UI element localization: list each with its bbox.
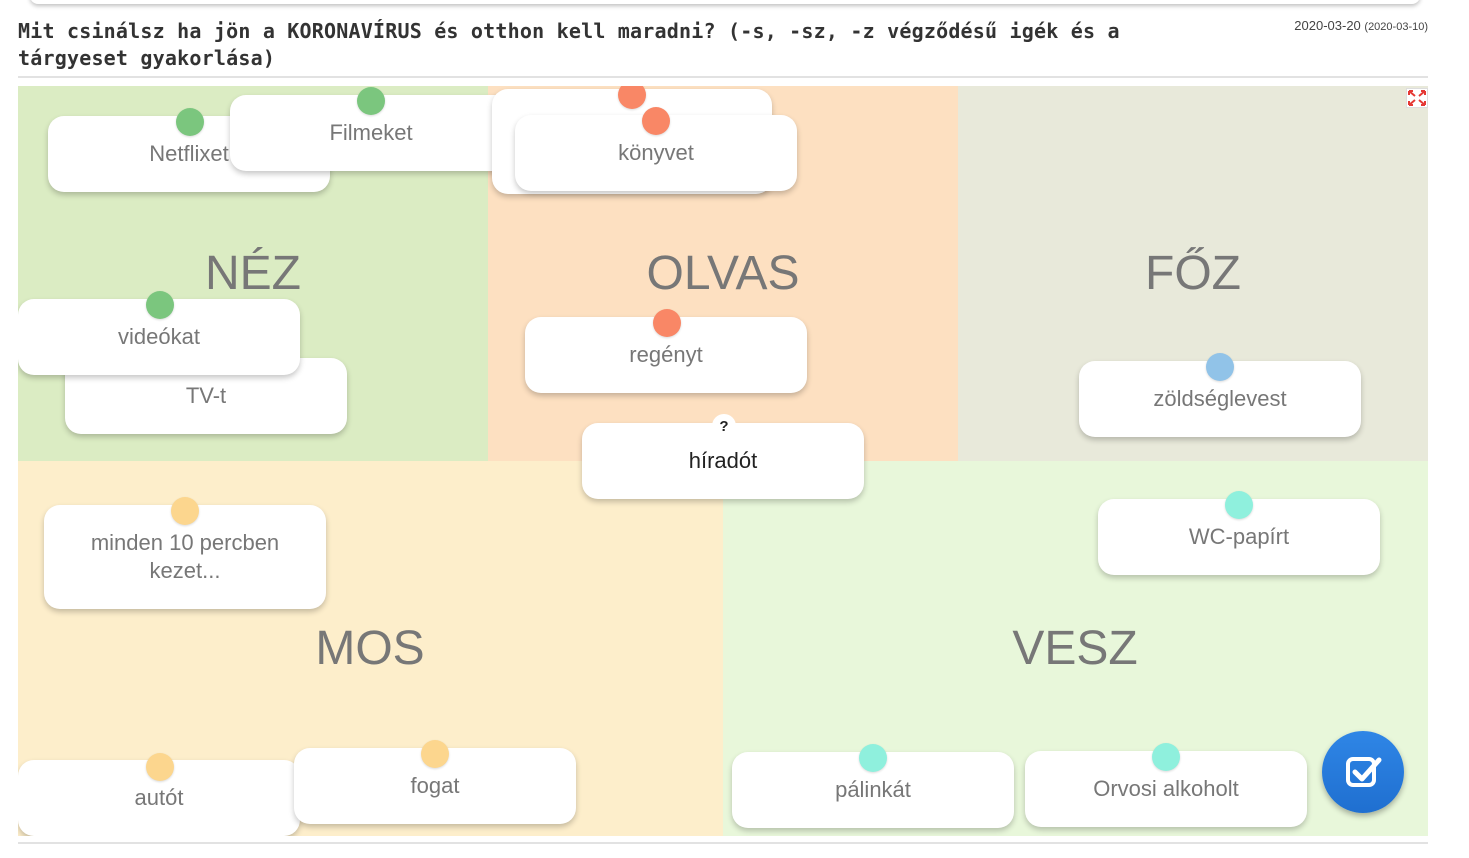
pin-fogat	[421, 740, 449, 768]
zone-label-foz: FŐZ	[1145, 247, 1241, 300]
modified-date: 2020-03-20	[1294, 18, 1361, 33]
pin-netflixet	[176, 108, 204, 136]
page-title: Mit csinálsz ha jön a KORONAVÍRUS és ott…	[18, 19, 1120, 70]
zone-label-vesz: VESZ	[1012, 622, 1138, 675]
pin-regenyt	[653, 309, 681, 337]
card-filmeket[interactable]: Filmeket	[230, 95, 512, 171]
zone-label-nez: NÉZ	[205, 247, 301, 300]
top-bar-shadow	[30, 0, 1420, 4]
check-icon	[1346, 757, 1382, 787]
date-stamp: 2020-03-20 (2020-03-10)	[1294, 18, 1428, 33]
pin-palinkat	[859, 744, 887, 772]
pin-videokat	[146, 291, 174, 319]
pin-olvas-hidden	[618, 86, 646, 109]
card-orvosi-alkoholt[interactable]: Orvosi alkoholt	[1025, 751, 1307, 827]
created-date: (2020-03-10)	[1364, 21, 1428, 33]
pin-filmeket	[357, 87, 385, 115]
zone-label-mos: MOS	[315, 622, 425, 675]
pin-autot	[146, 753, 174, 781]
fullscreen-arrows-icon	[1408, 90, 1426, 106]
pin-wcpapirt	[1225, 491, 1253, 519]
pin-kezet	[171, 497, 199, 525]
unplaced-marker: ?	[712, 414, 736, 438]
pin-zoldseglevest	[1206, 353, 1234, 381]
title-divider	[18, 76, 1428, 78]
bottom-divider	[18, 842, 1428, 844]
pin-orvosi-alkoholt	[1152, 743, 1180, 771]
check-answers-button[interactable]	[1322, 731, 1404, 813]
zone-label-olvas: OLVAS	[646, 247, 800, 300]
pin-konyvet	[642, 107, 670, 135]
fullscreen-icon[interactable]	[1406, 88, 1428, 108]
game-board: NÉZ OLVAS FŐZ MOS VESZ Netflixet Filmeke…	[18, 86, 1428, 836]
card-videokat[interactable]: videókat	[18, 299, 300, 375]
